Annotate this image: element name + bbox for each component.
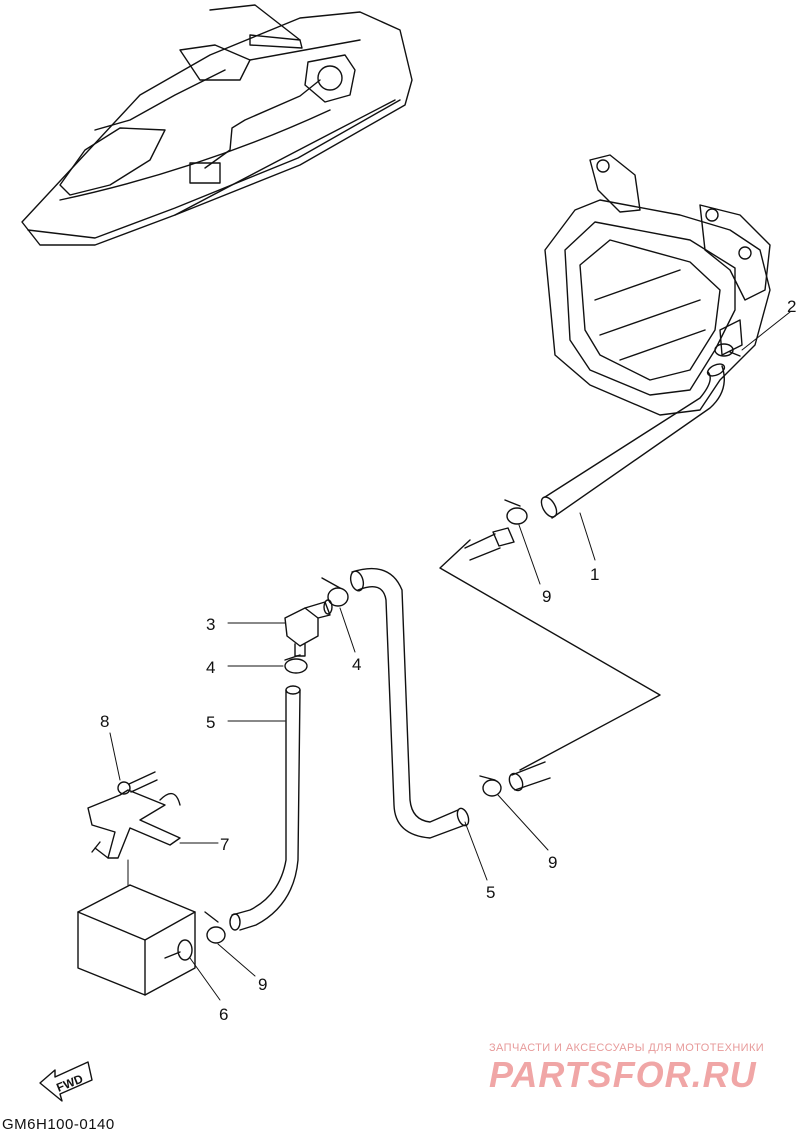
label-part-2: 2 [787,297,796,316]
fwd-arrow-icon [39,1061,93,1102]
fitting-lower [479,761,551,797]
watermark-tagline: ЗАПЧАСТИ И АКСЕССУАРЫ ДЛЯ МОТОТЕХНИКИ [489,1042,765,1054]
label-part-9-lower-right: 9 [548,853,557,872]
part-labels: 1 2 3 4 4 5 5 6 7 8 9 9 9 FWD [54,297,796,1095]
label-part-7: 7 [220,835,229,854]
clamp-part-9-lower [204,911,226,944]
label-part-4-right: 4 [352,655,361,674]
screw-part-8 [117,771,158,795]
hose-part-1 [540,363,726,519]
watermark-logo: PARTSFOR.RU [489,1054,757,1095]
elbow-fitting-part-3 [284,599,333,657]
label-part-9-upper: 9 [542,587,551,606]
fitting-upper [464,499,528,561]
jet-pump-housing [544,154,771,416]
drawing-code: GM6H100-0140 [2,1116,115,1133]
label-part-6: 6 [219,1005,228,1024]
label-part-3: 3 [206,615,215,634]
bracket-part-7 [87,789,181,859]
clamp-part-4-right [321,577,349,607]
clamp-part-4-left [284,654,308,674]
label-part-4-left: 4 [206,658,215,677]
label-part-9-lower-left: 9 [258,975,267,994]
watercraft-hull-overview [21,4,413,246]
hose-part-5-left [229,685,301,931]
clamp-part-2 [714,343,741,357]
label-part-5-left: 5 [206,713,215,732]
label-part-8: 8 [100,712,109,731]
box-part-6 [77,884,196,996]
label-part-1: 1 [590,565,599,584]
hose-part-5-right [349,567,470,839]
assembly-guide-line [439,539,661,771]
leader-lines [109,311,791,1001]
label-part-5-right: 5 [486,883,495,902]
